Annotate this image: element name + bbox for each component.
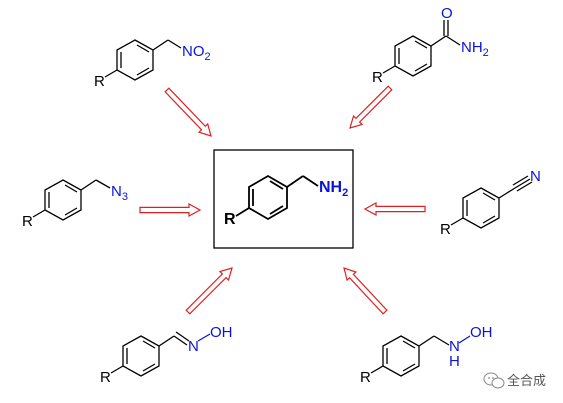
- nitrile-r-label: R: [440, 221, 451, 238]
- oxime-precursor: R N OH: [100, 324, 233, 386]
- reaction-arrows: [139, 85, 426, 315]
- nitro-r-label: R: [94, 73, 105, 90]
- amide-precursor: R O NH2: [372, 5, 489, 86]
- arrow-from-amide: [349, 85, 393, 129]
- hydroxylamine-precursor: R N H OH: [360, 324, 493, 386]
- azide-group-label: N3: [111, 183, 128, 203]
- arrow-from-nitro: [164, 87, 212, 137]
- nitro-precursor: R NO2: [94, 39, 211, 90]
- hydroxylamine-h-label: H: [449, 353, 460, 370]
- amide-nh2-label: NH2: [461, 39, 489, 59]
- nitrile-precursor: R N: [440, 168, 541, 238]
- product-box: [213, 149, 354, 249]
- product-benzylamine: R NH2: [224, 174, 348, 228]
- nitro-group-label: NO2: [182, 43, 211, 63]
- watermark-text: 全合成: [507, 373, 546, 389]
- product-r-label: R: [224, 211, 236, 228]
- wechat-icon: [483, 372, 505, 389]
- arrow-from-azide: [139, 202, 202, 218]
- amide-oxygen-label: O: [441, 5, 453, 22]
- arrow-from-oxime: [185, 267, 233, 315]
- azide-r-label: R: [22, 213, 33, 230]
- amide-r-label: R: [372, 69, 383, 86]
- oxime-n-label: N: [188, 338, 199, 355]
- hydroxylamine-n-label: N: [449, 338, 460, 355]
- hydroxylamine-r-label: R: [360, 369, 371, 386]
- nitrile-n-label: N: [530, 168, 541, 185]
- azide-precursor: R N3: [22, 179, 128, 230]
- arrow-from-hydroxylamine: [343, 267, 388, 315]
- oxime-r-label: R: [100, 369, 111, 386]
- hydroxylamine-oh-label: OH: [470, 324, 493, 341]
- oxime-oh-label: OH: [210, 324, 233, 341]
- watermark: 全合成: [483, 372, 546, 389]
- arrow-from-nitrile: [363, 201, 426, 217]
- product-amine-label: NH2: [319, 179, 348, 199]
